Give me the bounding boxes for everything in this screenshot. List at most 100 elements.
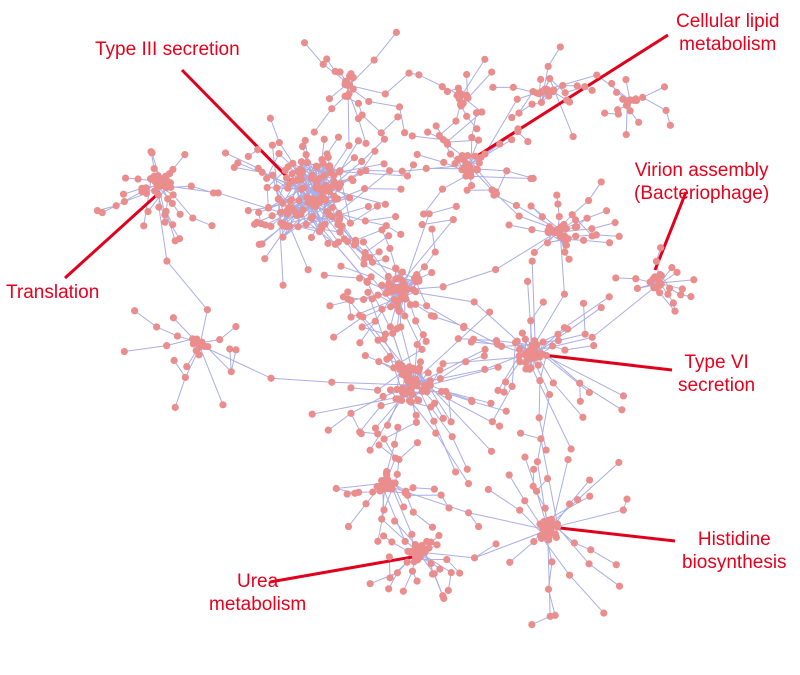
network-node [665, 284, 674, 292]
network-node [528, 257, 536, 265]
network-node [626, 107, 634, 115]
network-edge [411, 349, 486, 388]
network-node [331, 67, 339, 76]
network-edge [156, 326, 178, 337]
cellular-lipid-pointer [473, 33, 669, 160]
network-node [370, 56, 378, 64]
network-node [166, 170, 174, 178]
network-node [472, 109, 481, 117]
network-node [347, 384, 355, 392]
network-node [347, 313, 355, 321]
network-edge [433, 573, 444, 596]
network-edge [398, 349, 423, 365]
network-node [527, 202, 535, 210]
network-node [344, 522, 353, 531]
network-node [436, 375, 444, 383]
network-node [538, 213, 546, 221]
network-node [399, 587, 407, 595]
network-edge [451, 436, 468, 470]
network-edge [369, 572, 398, 585]
network-node [328, 378, 336, 386]
network-node [422, 164, 430, 173]
network-node [313, 163, 321, 171]
network-node [443, 138, 451, 146]
network-node [380, 506, 388, 514]
network-node [320, 171, 328, 180]
network-node [447, 568, 455, 577]
network-edge [398, 442, 418, 460]
network-node [295, 196, 303, 205]
network-node [394, 297, 403, 305]
network-node [552, 533, 560, 542]
network-edge [435, 432, 469, 484]
network-node [573, 223, 581, 231]
network-node [258, 240, 266, 248]
network-node [439, 414, 447, 422]
network-node [403, 558, 411, 566]
network-node [436, 565, 444, 573]
network-node [437, 491, 445, 499]
network-node [539, 518, 548, 526]
network-node [303, 194, 311, 202]
network-node [401, 312, 409, 320]
network-node [230, 163, 238, 171]
network-edge [382, 487, 406, 542]
network-node [554, 336, 562, 345]
network-edge [340, 265, 372, 278]
network-edge [474, 543, 497, 559]
network-node [315, 196, 323, 204]
label-line: Cellular lipid [676, 11, 780, 32]
network-node [491, 266, 500, 274]
network-edge [518, 215, 550, 228]
network-node [375, 441, 383, 449]
network-node [451, 468, 460, 476]
network-edge [348, 503, 367, 527]
network-node [268, 141, 276, 149]
network-node [533, 458, 542, 466]
network-node [362, 500, 370, 508]
network-node [605, 293, 613, 301]
network-node [515, 109, 523, 117]
network-node [226, 345, 234, 353]
network-node [292, 211, 301, 220]
network-node [430, 399, 439, 407]
network-node [528, 621, 536, 629]
network-node [656, 289, 664, 297]
network-node [600, 609, 608, 617]
network-node [463, 70, 471, 79]
network-edge [590, 549, 617, 566]
network-node [409, 286, 417, 294]
network-node [405, 397, 413, 405]
network-node [588, 225, 596, 233]
network-node [543, 524, 552, 532]
network-edge [350, 205, 378, 224]
network-node [134, 175, 142, 183]
network-node [345, 90, 353, 98]
network-edge [577, 462, 620, 501]
network-node [512, 201, 520, 210]
network-node [597, 303, 605, 312]
network-node [435, 131, 443, 140]
network-node [423, 537, 431, 546]
network-node [408, 530, 416, 538]
network-node [389, 479, 397, 487]
network-edge [569, 479, 590, 505]
network-node [273, 184, 281, 192]
label-line: (Bacteriophage) [634, 183, 770, 204]
network-node [363, 278, 371, 286]
network-node [385, 283, 393, 291]
network-node [463, 112, 471, 120]
network-node [487, 447, 496, 455]
network-node [368, 258, 377, 266]
network-edge [540, 535, 570, 576]
network-node [216, 336, 224, 344]
network-node [521, 497, 529, 505]
network-node [444, 586, 452, 595]
network-edge [564, 345, 594, 351]
network-node [345, 142, 353, 150]
network-node [319, 60, 327, 68]
network-node [425, 210, 433, 218]
network-edge [350, 396, 384, 414]
network-node [411, 300, 420, 308]
